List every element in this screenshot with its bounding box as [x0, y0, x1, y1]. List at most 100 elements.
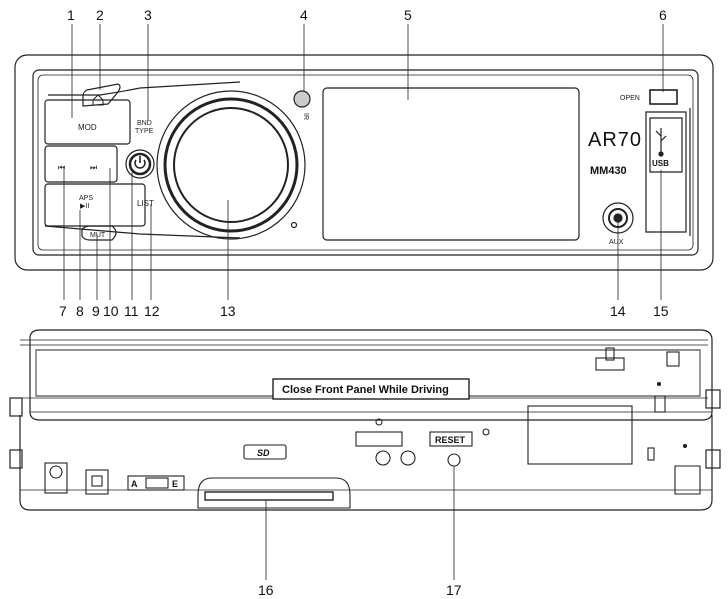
right-clip-upper	[705, 389, 721, 409]
chassis-body	[19, 415, 713, 511]
power-button-ring	[128, 152, 152, 176]
callout-1: 1	[67, 7, 75, 23]
small-window	[654, 395, 666, 413]
sd-logo-text: SD	[257, 448, 270, 458]
callout-2: 2	[96, 7, 104, 23]
play-pause-icon: ▶II	[80, 203, 89, 210]
open-button[interactable]	[649, 89, 678, 105]
left-latch[interactable]	[44, 462, 68, 494]
knob-ring	[163, 97, 299, 233]
front-panel-inner2	[37, 74, 694, 251]
rear-components	[44, 347, 701, 509]
card-slot[interactable]	[204, 491, 334, 501]
panel-curve-bottom	[44, 225, 241, 239]
usb-label: USB	[652, 159, 669, 168]
submodel-label: MM430	[590, 165, 627, 177]
power-icon	[134, 156, 146, 169]
home-button[interactable]	[82, 83, 121, 107]
ir-sensor	[293, 90, 311, 108]
callout-14: 14	[610, 303, 626, 319]
chip-window	[527, 405, 633, 465]
dot-1	[656, 381, 662, 387]
usb-cover[interactable]	[645, 111, 687, 233]
prev-next-button[interactable]	[44, 145, 118, 183]
callout-3: 3	[144, 7, 152, 23]
usb-port	[649, 117, 683, 173]
mod-button[interactable]	[44, 99, 131, 145]
ir-label: IR	[302, 113, 309, 120]
display-screen	[322, 87, 580, 241]
screw-hole	[375, 418, 383, 426]
front-panel-outline	[14, 54, 714, 271]
callout-5: 5	[404, 7, 412, 23]
warning-sticker: Close Front Panel While Driving	[272, 378, 470, 400]
prev-track-icon[interactable]: ⏮	[58, 163, 65, 172]
small-window-2	[647, 447, 655, 461]
small-hole	[482, 428, 490, 436]
type-label: TYPE	[135, 128, 154, 135]
left-clip-lower	[9, 449, 23, 469]
aps-label: APS	[79, 195, 93, 202]
sd-logo-box	[243, 444, 287, 460]
connector-pin	[605, 347, 615, 361]
chassis-inner	[35, 349, 701, 397]
mute-button[interactable]	[81, 225, 117, 241]
sd-slot-upper	[355, 431, 403, 447]
callout-17: 17	[446, 582, 462, 598]
callout-15: 15	[653, 303, 669, 319]
callout-6: 6	[659, 7, 667, 23]
switch-a-label: A	[131, 479, 138, 489]
warning-text: Close Front Panel While Driving	[282, 384, 449, 396]
aps-button[interactable]	[44, 183, 146, 227]
mic-hole	[290, 221, 298, 229]
open-label: OPEN	[620, 95, 640, 102]
panel-curve-top	[48, 81, 241, 96]
callout-leaders-front	[63, 24, 664, 300]
callout-7: 7	[59, 303, 67, 319]
mute-label: MUT	[90, 232, 106, 239]
right-clip-lower	[705, 449, 721, 469]
left-square-inner	[91, 475, 103, 487]
latch-knob	[49, 465, 63, 479]
callout-12: 12	[144, 303, 160, 319]
reset-button[interactable]	[447, 453, 461, 467]
list-label: LIST	[137, 199, 154, 208]
callout-10: 10	[103, 303, 119, 319]
chassis-panel	[9, 329, 721, 511]
callout-4: 4	[300, 7, 308, 23]
callout-11: 11	[124, 303, 139, 319]
mod-label: MOD	[78, 123, 97, 132]
card-slot-housing	[197, 477, 351, 509]
round-hole-2	[400, 450, 416, 466]
knob-surround	[156, 90, 306, 240]
home-icon	[92, 94, 104, 106]
next-track-icon[interactable]: ⏭	[90, 163, 97, 172]
aux-jack-hole	[613, 213, 623, 223]
aux-label: AUX	[609, 239, 624, 246]
front-panel-inner	[32, 69, 699, 256]
bnd-label: BND	[137, 120, 152, 127]
callout-13: 13	[220, 303, 236, 319]
connector-small	[666, 351, 680, 367]
bracket	[674, 465, 701, 495]
left-clip-upper	[9, 397, 23, 417]
callout-9: 9	[92, 303, 100, 319]
power-button[interactable]	[125, 149, 155, 179]
dot-2	[682, 443, 688, 449]
callout-leaders-rear	[265, 466, 455, 580]
ae-switch[interactable]	[127, 475, 185, 491]
volume-knob[interactable]	[173, 107, 289, 223]
reset-label: RESET	[435, 435, 466, 445]
connector-tab	[595, 357, 625, 371]
ae-switch-slider	[145, 477, 169, 489]
model-label: AR70	[588, 129, 642, 151]
round-hole-1	[375, 450, 391, 466]
callout-16: 16	[258, 582, 274, 598]
left-square	[85, 469, 109, 495]
switch-e-label: E	[172, 479, 178, 489]
reset-label-box	[429, 431, 473, 447]
callout-8: 8	[76, 303, 84, 319]
front-panel	[14, 54, 714, 271]
usb-icon	[655, 128, 667, 157]
